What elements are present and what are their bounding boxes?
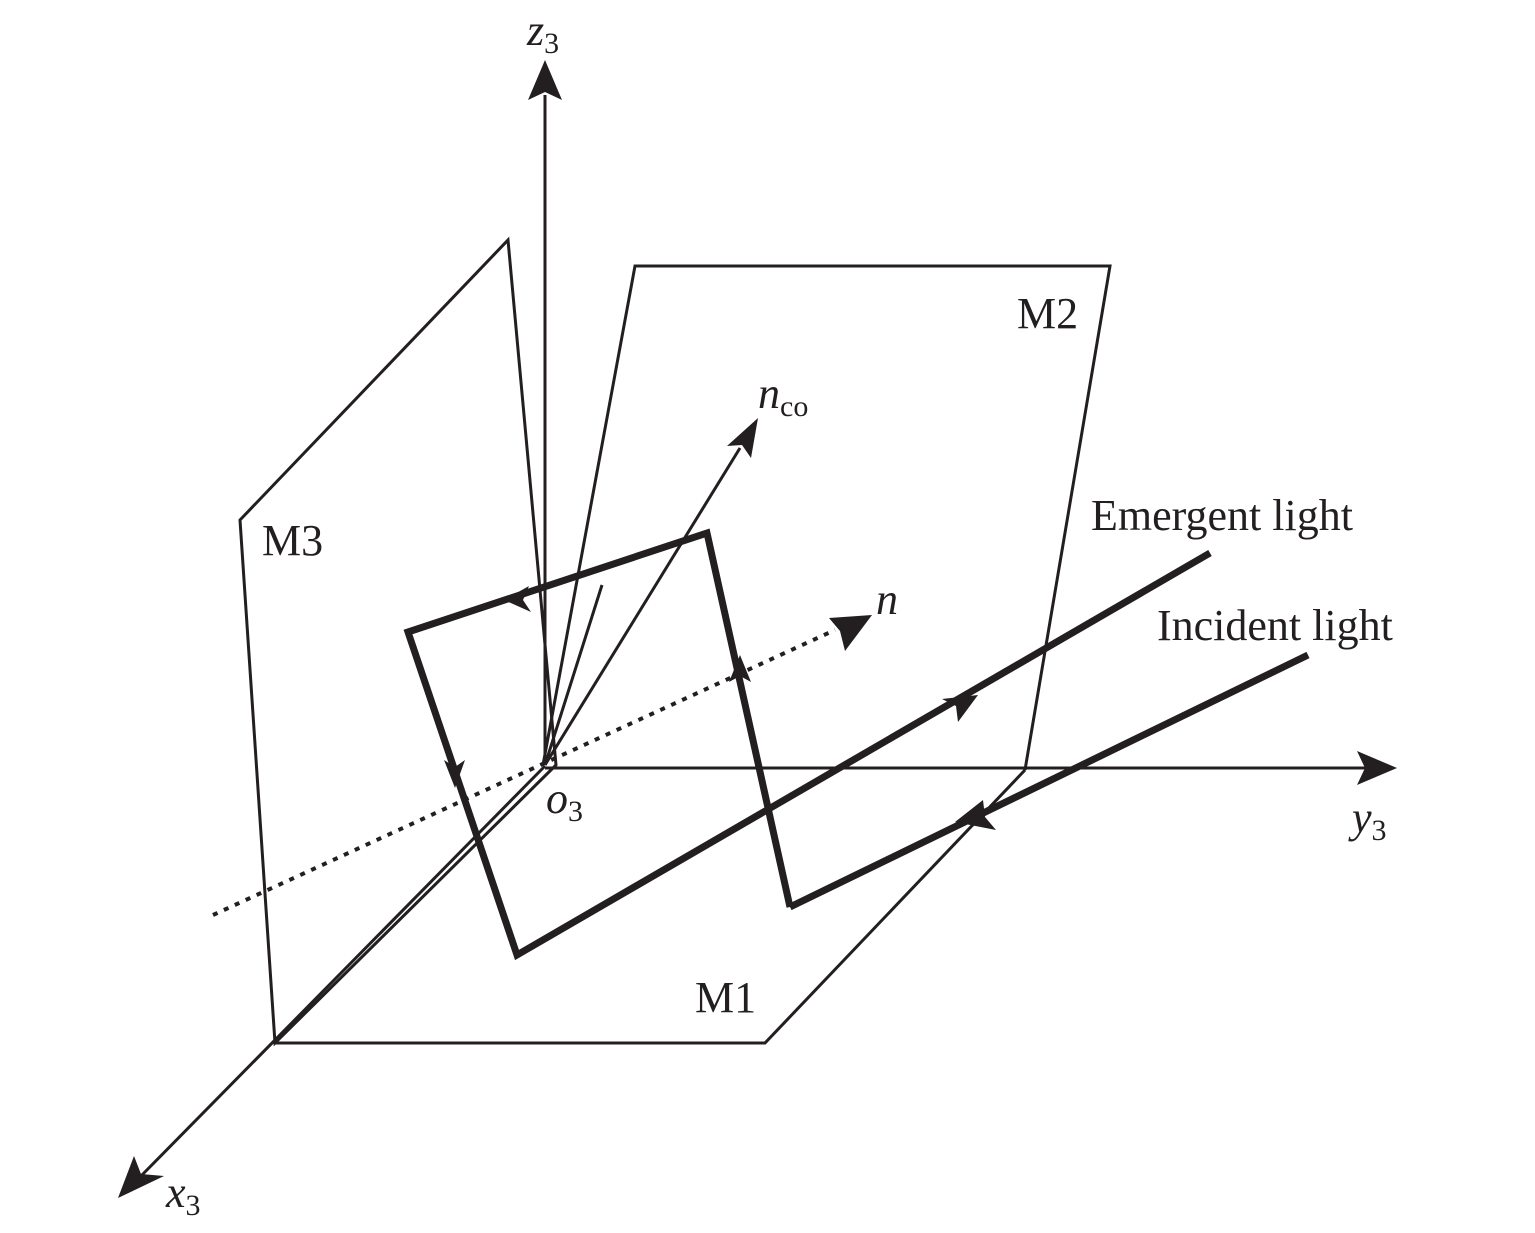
incident-direction-arrowhead — [955, 800, 996, 830]
fan-line — [543, 584, 604, 766]
m3-label: M3 — [262, 516, 323, 565]
m2-label: M2 — [1017, 289, 1078, 338]
z-axis-label: z3 — [526, 6, 559, 60]
m3-to-m1-direction-arrowhead — [444, 760, 465, 788]
m1-to-m2-direction-arrowhead — [729, 655, 751, 682]
mirror-m3-plane — [238, 236, 558, 1047]
origin-label: o3 — [546, 774, 583, 828]
mirror-m2-plane — [541, 264, 1112, 771]
n-vector-arrowhead — [829, 615, 872, 651]
m1-label: M1 — [695, 973, 756, 1022]
mirror-m1-plane — [275, 768, 1027, 1045]
emergent-light-label: Emergent light — [1091, 491, 1353, 540]
emergent-direction-arrowhead — [942, 695, 978, 722]
incident-light-path — [788, 651, 1310, 911]
y-axis-label: y3 — [1348, 793, 1387, 847]
incident-light-label: Incident light — [1157, 601, 1393, 650]
emergent-light-path — [403, 528, 1212, 961]
x-axis-label: x3 — [165, 1168, 201, 1222]
x-axis-arrowhead — [118, 1156, 164, 1198]
m2-to-m3-direction-arrowhead — [504, 586, 531, 612]
n-label: n — [876, 575, 898, 624]
z-axis-arrowhead — [528, 60, 562, 100]
n-co-vector-arrowhead — [727, 418, 758, 458]
n-co-vector — [543, 447, 742, 766]
n-co-label: nco — [758, 369, 808, 423]
y-axis-arrowhead — [1357, 751, 1397, 785]
x-axis-line — [138, 764, 547, 1179]
